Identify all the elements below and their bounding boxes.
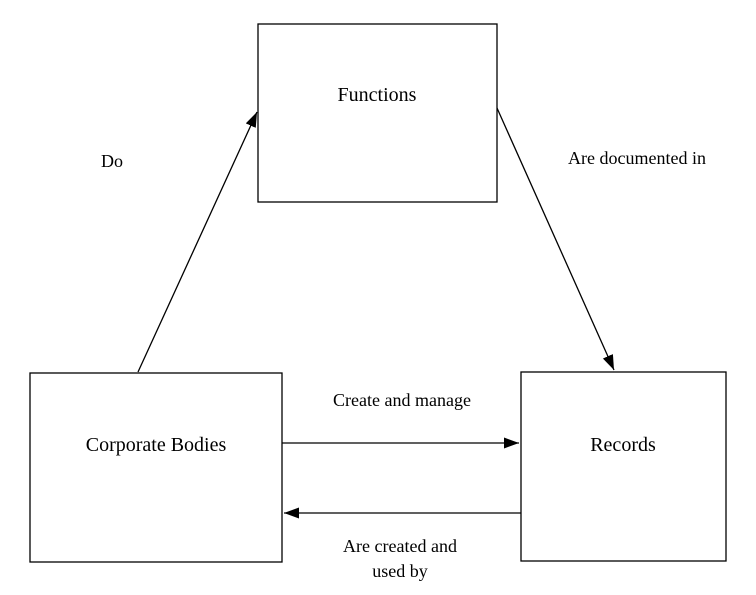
edge-documented-line — [496, 107, 615, 371]
node-records-label: Records — [590, 434, 656, 456]
edge-do-line — [137, 111, 258, 373]
edge-used-label-line2: used by — [372, 561, 428, 581]
node-corporate-bodies-label: Corporate Bodies — [86, 434, 227, 456]
edge-create-label: Create and manage — [333, 390, 471, 410]
edge-used-label-line1: Are created and — [343, 536, 457, 556]
node-records-box — [520, 371, 727, 562]
edge-do-label: Do — [101, 151, 123, 171]
node-corporate-bodies-box — [29, 372, 283, 563]
node-functions-label: Functions — [338, 84, 417, 106]
edge-documented-label: Are documented in — [568, 148, 706, 168]
node-functions-box — [257, 23, 498, 203]
